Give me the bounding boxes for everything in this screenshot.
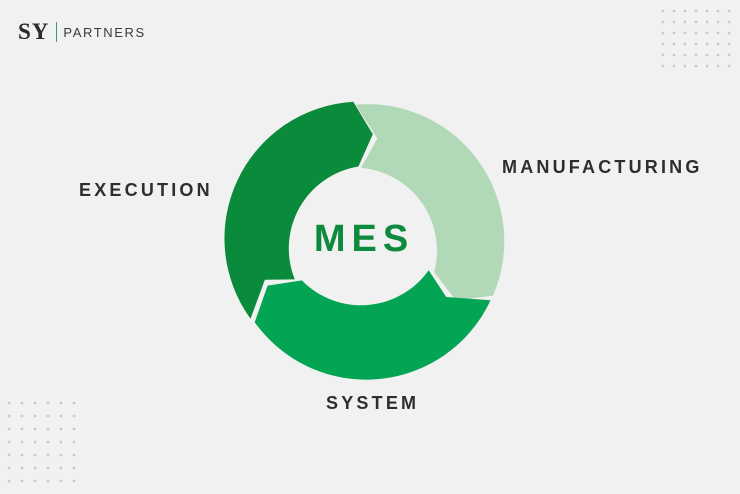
decor-dot <box>59 401 63 405</box>
segment-manufacturing <box>355 104 505 301</box>
decor-dot <box>672 20 676 24</box>
decor-dot <box>672 9 676 13</box>
decor-dot <box>716 53 720 57</box>
decor-dot <box>72 479 76 483</box>
decor-dot <box>727 20 731 24</box>
decor-dot <box>46 466 50 470</box>
decor-dot <box>694 31 698 35</box>
decor-dot <box>694 9 698 13</box>
logo-mark: SY <box>18 19 50 44</box>
decor-dot <box>672 64 676 68</box>
segment-system <box>254 270 491 380</box>
decor-dot <box>694 42 698 46</box>
decor-dot <box>672 31 676 35</box>
decor-dot <box>20 427 24 431</box>
decor-dot <box>33 479 37 483</box>
decor-dot <box>20 440 24 444</box>
decor-dot <box>46 427 50 431</box>
decor-dot <box>72 427 76 431</box>
decor-dot <box>661 53 665 57</box>
brand-logo: SY PARTNERS <box>18 19 146 45</box>
decor-dot <box>72 440 76 444</box>
decor-dot <box>59 453 63 457</box>
dot-pattern-top-right <box>661 9 731 68</box>
decor-dot <box>72 466 76 470</box>
decor-dot <box>46 479 50 483</box>
decor-dot <box>20 453 24 457</box>
decor-dot <box>683 42 687 46</box>
decor-dot <box>727 42 731 46</box>
decor-dot <box>7 401 11 405</box>
decor-dot <box>33 440 37 444</box>
decor-dot <box>7 453 11 457</box>
decor-dot <box>33 466 37 470</box>
decor-dot <box>33 427 37 431</box>
decor-dot <box>72 414 76 418</box>
decor-dot <box>705 42 709 46</box>
decor-dot <box>672 42 676 46</box>
decor-dot <box>661 31 665 35</box>
decor-dot <box>705 9 709 13</box>
decor-dot <box>72 453 76 457</box>
decor-dot <box>727 9 731 13</box>
decor-dot <box>59 427 63 431</box>
decor-dot <box>716 20 720 24</box>
decor-dot <box>20 466 24 470</box>
decor-dot <box>59 479 63 483</box>
decor-dot <box>20 479 24 483</box>
decor-dot <box>7 427 11 431</box>
decor-dot <box>727 53 731 57</box>
decor-dot <box>33 414 37 418</box>
decor-dot <box>683 9 687 13</box>
decor-dot <box>661 64 665 68</box>
decor-dot <box>59 414 63 418</box>
logo-divider <box>56 22 58 42</box>
decor-dot <box>46 453 50 457</box>
label-system: SYSTEM <box>326 393 420 413</box>
decor-dot <box>705 53 709 57</box>
decor-dot <box>7 479 11 483</box>
decor-dot <box>59 466 63 470</box>
decor-dot <box>33 453 37 457</box>
decor-dot <box>72 401 76 405</box>
decor-dot <box>46 414 50 418</box>
decor-dot <box>7 414 11 418</box>
decor-dot <box>661 9 665 13</box>
decor-dot <box>705 31 709 35</box>
label-execution: EXECUTION <box>79 180 213 200</box>
decor-dot <box>716 31 720 35</box>
segment-execution <box>224 101 373 319</box>
decor-dot <box>683 20 687 24</box>
decor-dot <box>672 53 676 57</box>
decor-dot <box>705 20 709 24</box>
decor-dot <box>694 53 698 57</box>
decor-dot <box>705 64 709 68</box>
decor-dot <box>694 64 698 68</box>
decor-dot <box>661 42 665 46</box>
decor-dot <box>20 414 24 418</box>
decor-dot <box>683 64 687 68</box>
decor-dot <box>7 440 11 444</box>
center-label: MES <box>313 218 415 260</box>
decor-dot <box>7 466 11 470</box>
decor-dot <box>716 64 720 68</box>
decor-dot <box>46 401 50 405</box>
decor-dot <box>683 53 687 57</box>
decor-dot <box>46 440 50 444</box>
decor-dot <box>683 31 687 35</box>
decor-dot <box>20 401 24 405</box>
decor-dot <box>694 20 698 24</box>
decor-dot <box>727 64 731 68</box>
dot-pattern-bottom-left <box>7 401 76 483</box>
decor-dot <box>661 20 665 24</box>
decor-dot <box>59 440 63 444</box>
decor-dot <box>716 42 720 46</box>
decor-dot <box>727 31 731 35</box>
decor-dot <box>716 9 720 13</box>
label-manufacturing: MANUFACTURING <box>502 157 703 177</box>
decor-dot <box>33 401 37 405</box>
logo-text: PARTNERS <box>63 24 146 40</box>
